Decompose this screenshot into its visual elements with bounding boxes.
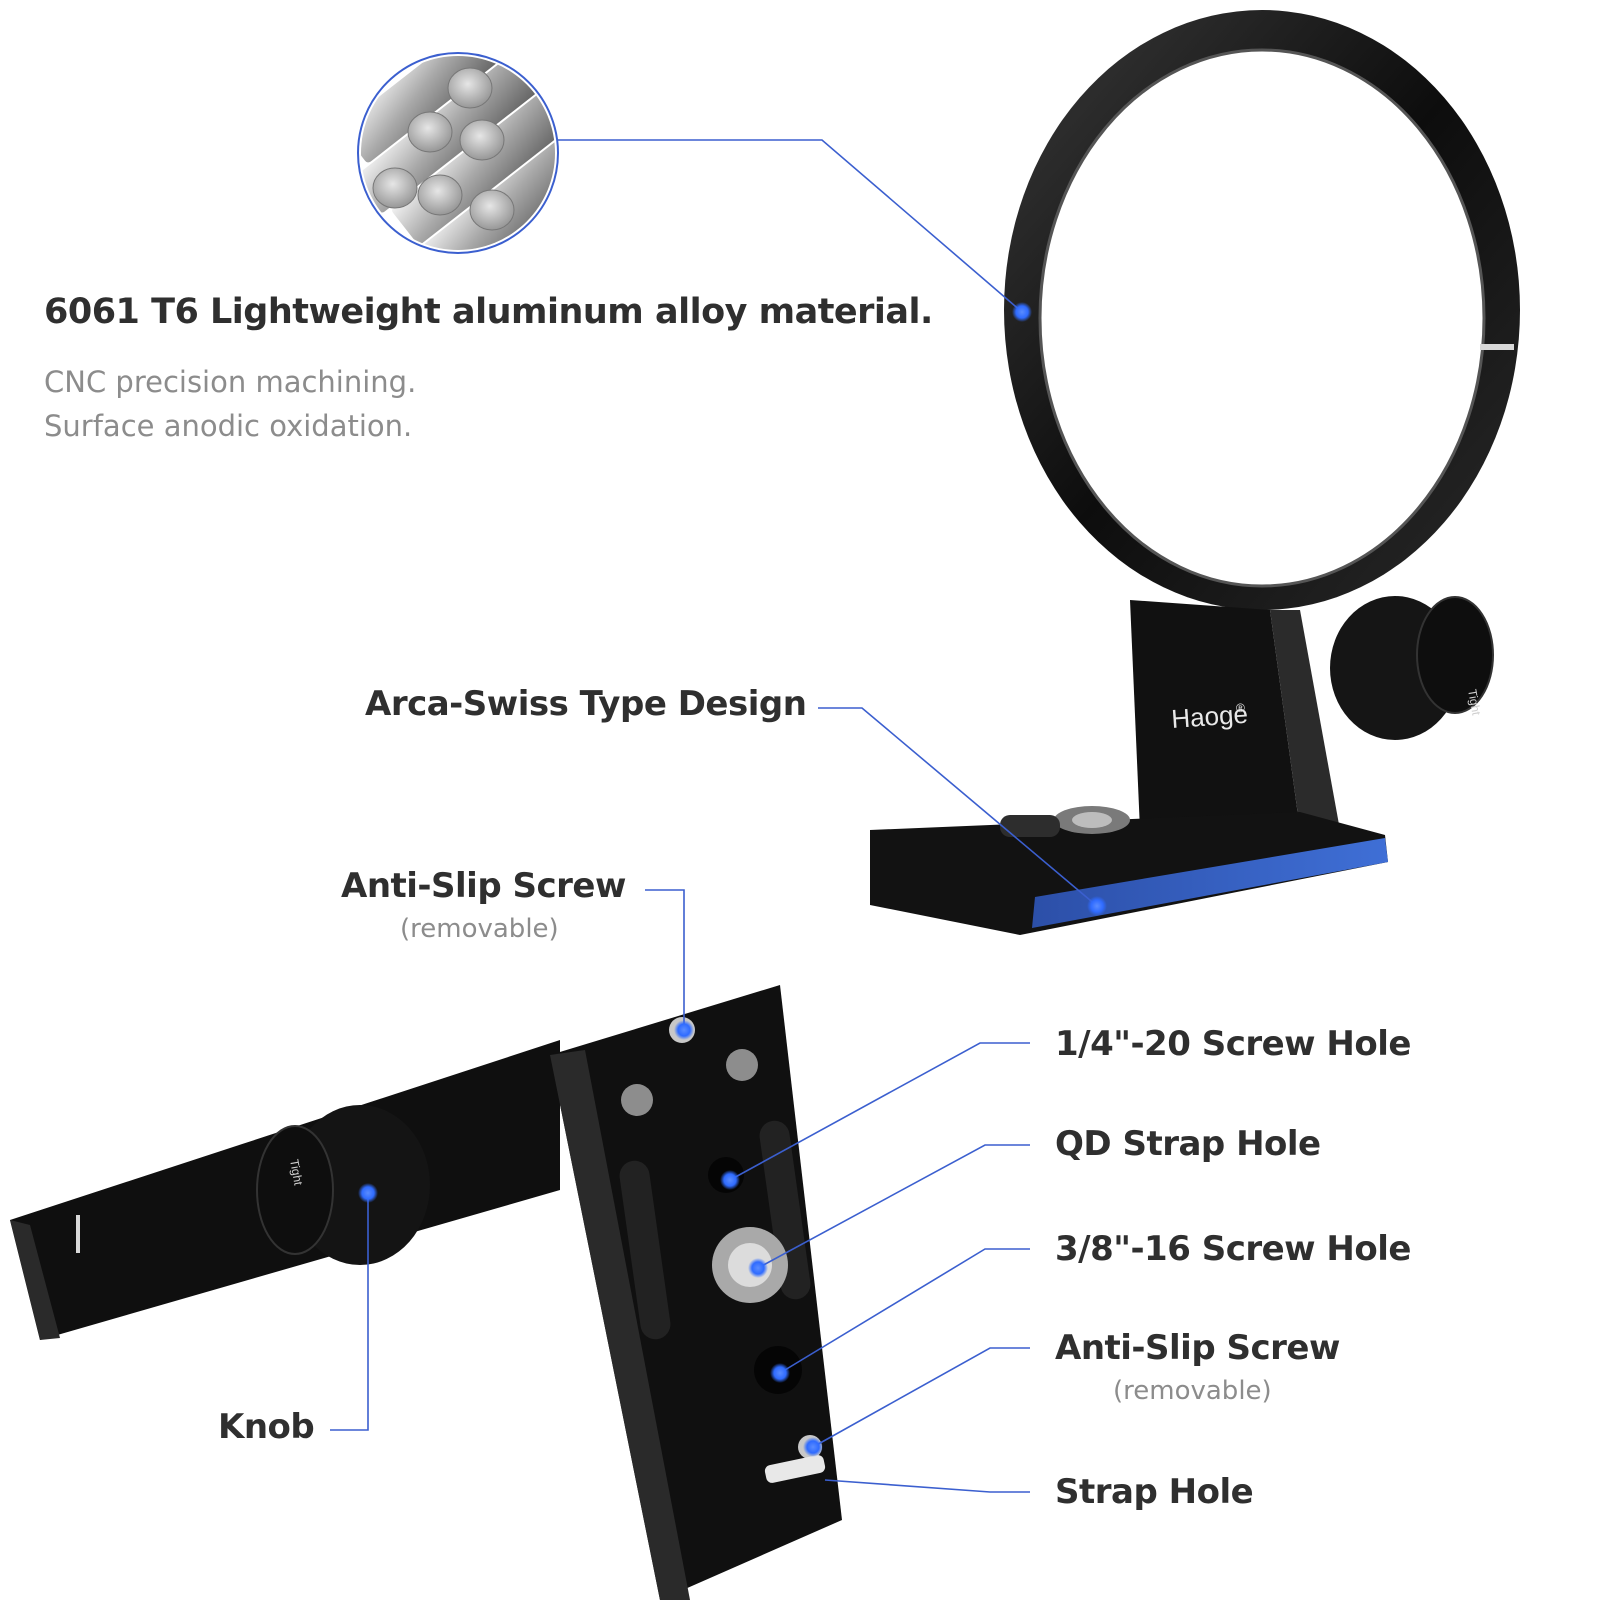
aluminum-rods-icon xyxy=(357,52,559,254)
tripod-ring-upper: Haoge ® Tight xyxy=(870,10,1520,935)
knob-label: Knob xyxy=(218,1407,315,1447)
qd-strap-hole-label: QD Strap Hole xyxy=(1055,1124,1321,1164)
leader-lines xyxy=(330,139,1098,1493)
tripod-ring-lower: Tight xyxy=(10,985,842,1600)
material-desc-line-1: CNC precision machining. xyxy=(44,365,417,399)
anti-slip-screw-top-sublabel: (removable) xyxy=(400,914,559,944)
registered-mark: ® xyxy=(1236,701,1245,715)
antislip-bottom-dot xyxy=(803,1437,823,1457)
antislip-bottom-leader xyxy=(812,1347,1030,1448)
material-leader xyxy=(558,139,1023,313)
knob-engraving-upper: Tight xyxy=(1465,688,1483,717)
brand-logo: Haoge xyxy=(1170,699,1249,734)
screw38-dot xyxy=(770,1363,790,1383)
antislip-top-leader xyxy=(645,889,685,1030)
three-eighths-screw-hole-label: 3/8"-16 Screw Hole xyxy=(1055,1229,1411,1269)
strap-leader xyxy=(824,1479,1030,1493)
screw14-leader xyxy=(729,1042,1030,1181)
strap-hole-label: Strap Hole xyxy=(1055,1472,1254,1512)
callout-dots xyxy=(358,302,1107,1457)
quarter-inch-screw-hole-label: 1/4"-20 Screw Hole xyxy=(1055,1024,1411,1064)
arca-leader xyxy=(818,707,1098,907)
material-desc-line-2: Surface anodic oxidation. xyxy=(44,409,413,443)
screw38-leader xyxy=(779,1248,1030,1374)
material-dot xyxy=(1012,302,1032,322)
qd-dot xyxy=(748,1258,768,1278)
knob-engraving-lower: Tight xyxy=(287,1158,305,1187)
anti-slip-screw-bottom-label: Anti-Slip Screw xyxy=(1055,1328,1340,1368)
material-title: 6061 T6 Lightweight aluminum alloy mater… xyxy=(44,292,933,332)
qd-leader xyxy=(757,1144,1030,1269)
anti-slip-screw-bottom-sublabel: (removable) xyxy=(1113,1376,1272,1406)
arca-dot xyxy=(1087,896,1107,916)
anti-slip-screw-top-label: Anti-Slip Screw xyxy=(341,866,626,906)
screw14-dot xyxy=(720,1170,740,1190)
knob-leader xyxy=(330,1193,369,1431)
knob-dot xyxy=(358,1183,378,1203)
antislip-top-dot xyxy=(674,1020,694,1040)
arca-swiss-label: Arca-Swiss Type Design xyxy=(365,684,807,724)
